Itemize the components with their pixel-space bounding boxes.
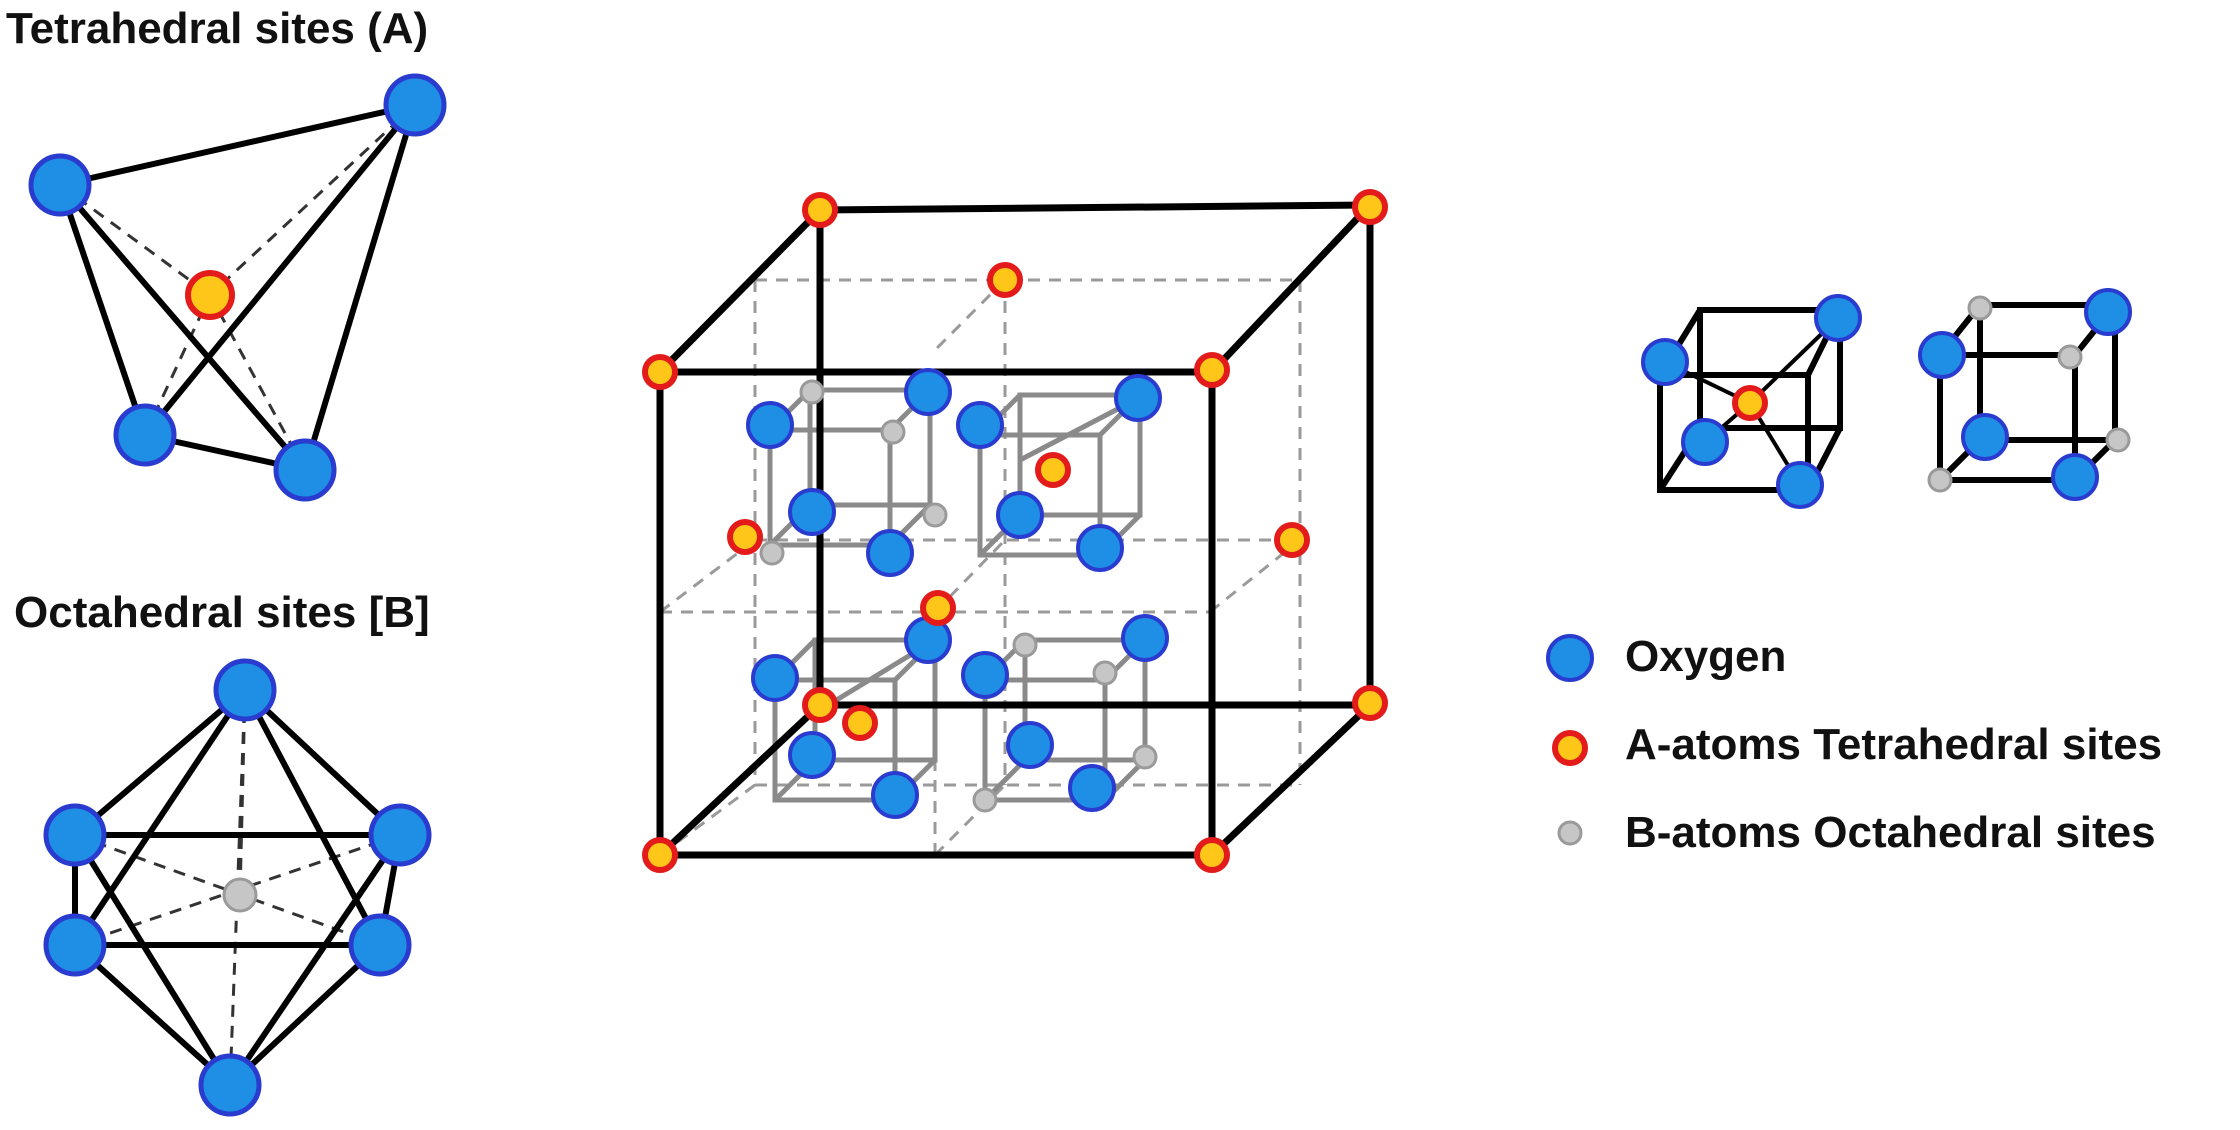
legend-label-b-atoms: B-atoms Octahedral sites (1625, 808, 2156, 857)
b-atom (799, 379, 825, 405)
oxygen-atom (871, 771, 919, 819)
b-atom (759, 540, 785, 566)
oxygen-atom (746, 401, 794, 449)
b-atom (2105, 427, 2131, 453)
oxygen-atom (31, 156, 89, 214)
oxygen-atom (751, 654, 799, 702)
oxygen-atom (201, 1056, 259, 1114)
oxygen-atom (1918, 331, 1966, 379)
oxygen-atom (216, 661, 274, 719)
oxygen-atom (1006, 721, 1054, 769)
oxygen-atom (116, 406, 174, 464)
b-atom (880, 419, 906, 445)
b-atom-octahedral-site (222, 877, 258, 913)
oxygen-atom (866, 529, 914, 577)
a-atom (845, 708, 875, 738)
oxygen-atom (1076, 524, 1124, 572)
a-atom (1277, 525, 1307, 555)
a-atom-tetrahedral-site (188, 273, 232, 317)
a-atom (645, 840, 675, 870)
oxygen-atom (46, 806, 104, 864)
a-atom (1735, 388, 1765, 418)
octahedral-sites-title: Octahedral sites [B] (14, 588, 430, 637)
oxygen-atom (351, 916, 409, 974)
oxygen-atom (1068, 764, 1116, 812)
small-cube-octahedral (1918, 288, 2132, 501)
small-cube-tetrahedral (1641, 294, 1862, 509)
b-atom (1967, 295, 1993, 321)
oxygen-atom (996, 491, 1044, 539)
oxygen-atom (956, 401, 1004, 449)
a-atom (1197, 840, 1227, 870)
a-atom (805, 195, 835, 225)
legend-label-a-atoms: A-atoms Tetrahedral sites (1625, 720, 2163, 769)
oxygen-atom (46, 916, 104, 974)
oxygen-atom (2084, 288, 2132, 336)
legend (1546, 634, 1594, 846)
spinel-unit-cell (645, 192, 1385, 870)
a-atom (645, 357, 675, 387)
a-atom (923, 593, 953, 623)
a-atom (730, 522, 760, 552)
a-atom (805, 690, 835, 720)
oxygen-atom (386, 76, 444, 134)
b-atom (1092, 660, 1118, 686)
b-atom (972, 787, 998, 813)
tetrahedral-sites-title: Tetrahedral sites (A) (6, 4, 429, 53)
legend-b-atom-icon (1557, 820, 1583, 846)
a-atom (1038, 455, 1068, 485)
oxygen-atom (1776, 461, 1824, 509)
octahedron-diagram (46, 661, 429, 1114)
b-atom (922, 502, 948, 528)
a-atom (1355, 688, 1385, 718)
b-atom (1927, 467, 1953, 493)
oxygen-atom (904, 368, 952, 416)
b-atom (1012, 632, 1038, 658)
oxygen-atom (2051, 453, 2099, 501)
a-atom (990, 265, 1020, 295)
oxygen-atom (371, 806, 429, 864)
oxygen-atom (1641, 338, 1689, 386)
legend-a-atom-icon (1555, 733, 1585, 763)
tetrahedron-diagram (31, 76, 444, 499)
legend-oxygen-icon (1546, 634, 1594, 682)
oxygen-atom (1814, 294, 1862, 342)
legend-label-oxygen: Oxygen (1625, 632, 1787, 681)
a-atom (1197, 355, 1227, 385)
oxygen-atom (1121, 614, 1169, 662)
a-atom (1355, 192, 1385, 222)
oxygen-atom (1114, 374, 1162, 422)
oxygen-atom (276, 441, 334, 499)
oxygen-atom (1681, 418, 1729, 466)
oxygen-atom (1961, 413, 2009, 461)
oxygen-atom (961, 651, 1009, 699)
b-atom (1132, 744, 1158, 770)
oxygen-atom (788, 731, 836, 779)
oxygen-atom (788, 488, 836, 536)
b-atom (2057, 344, 2083, 370)
